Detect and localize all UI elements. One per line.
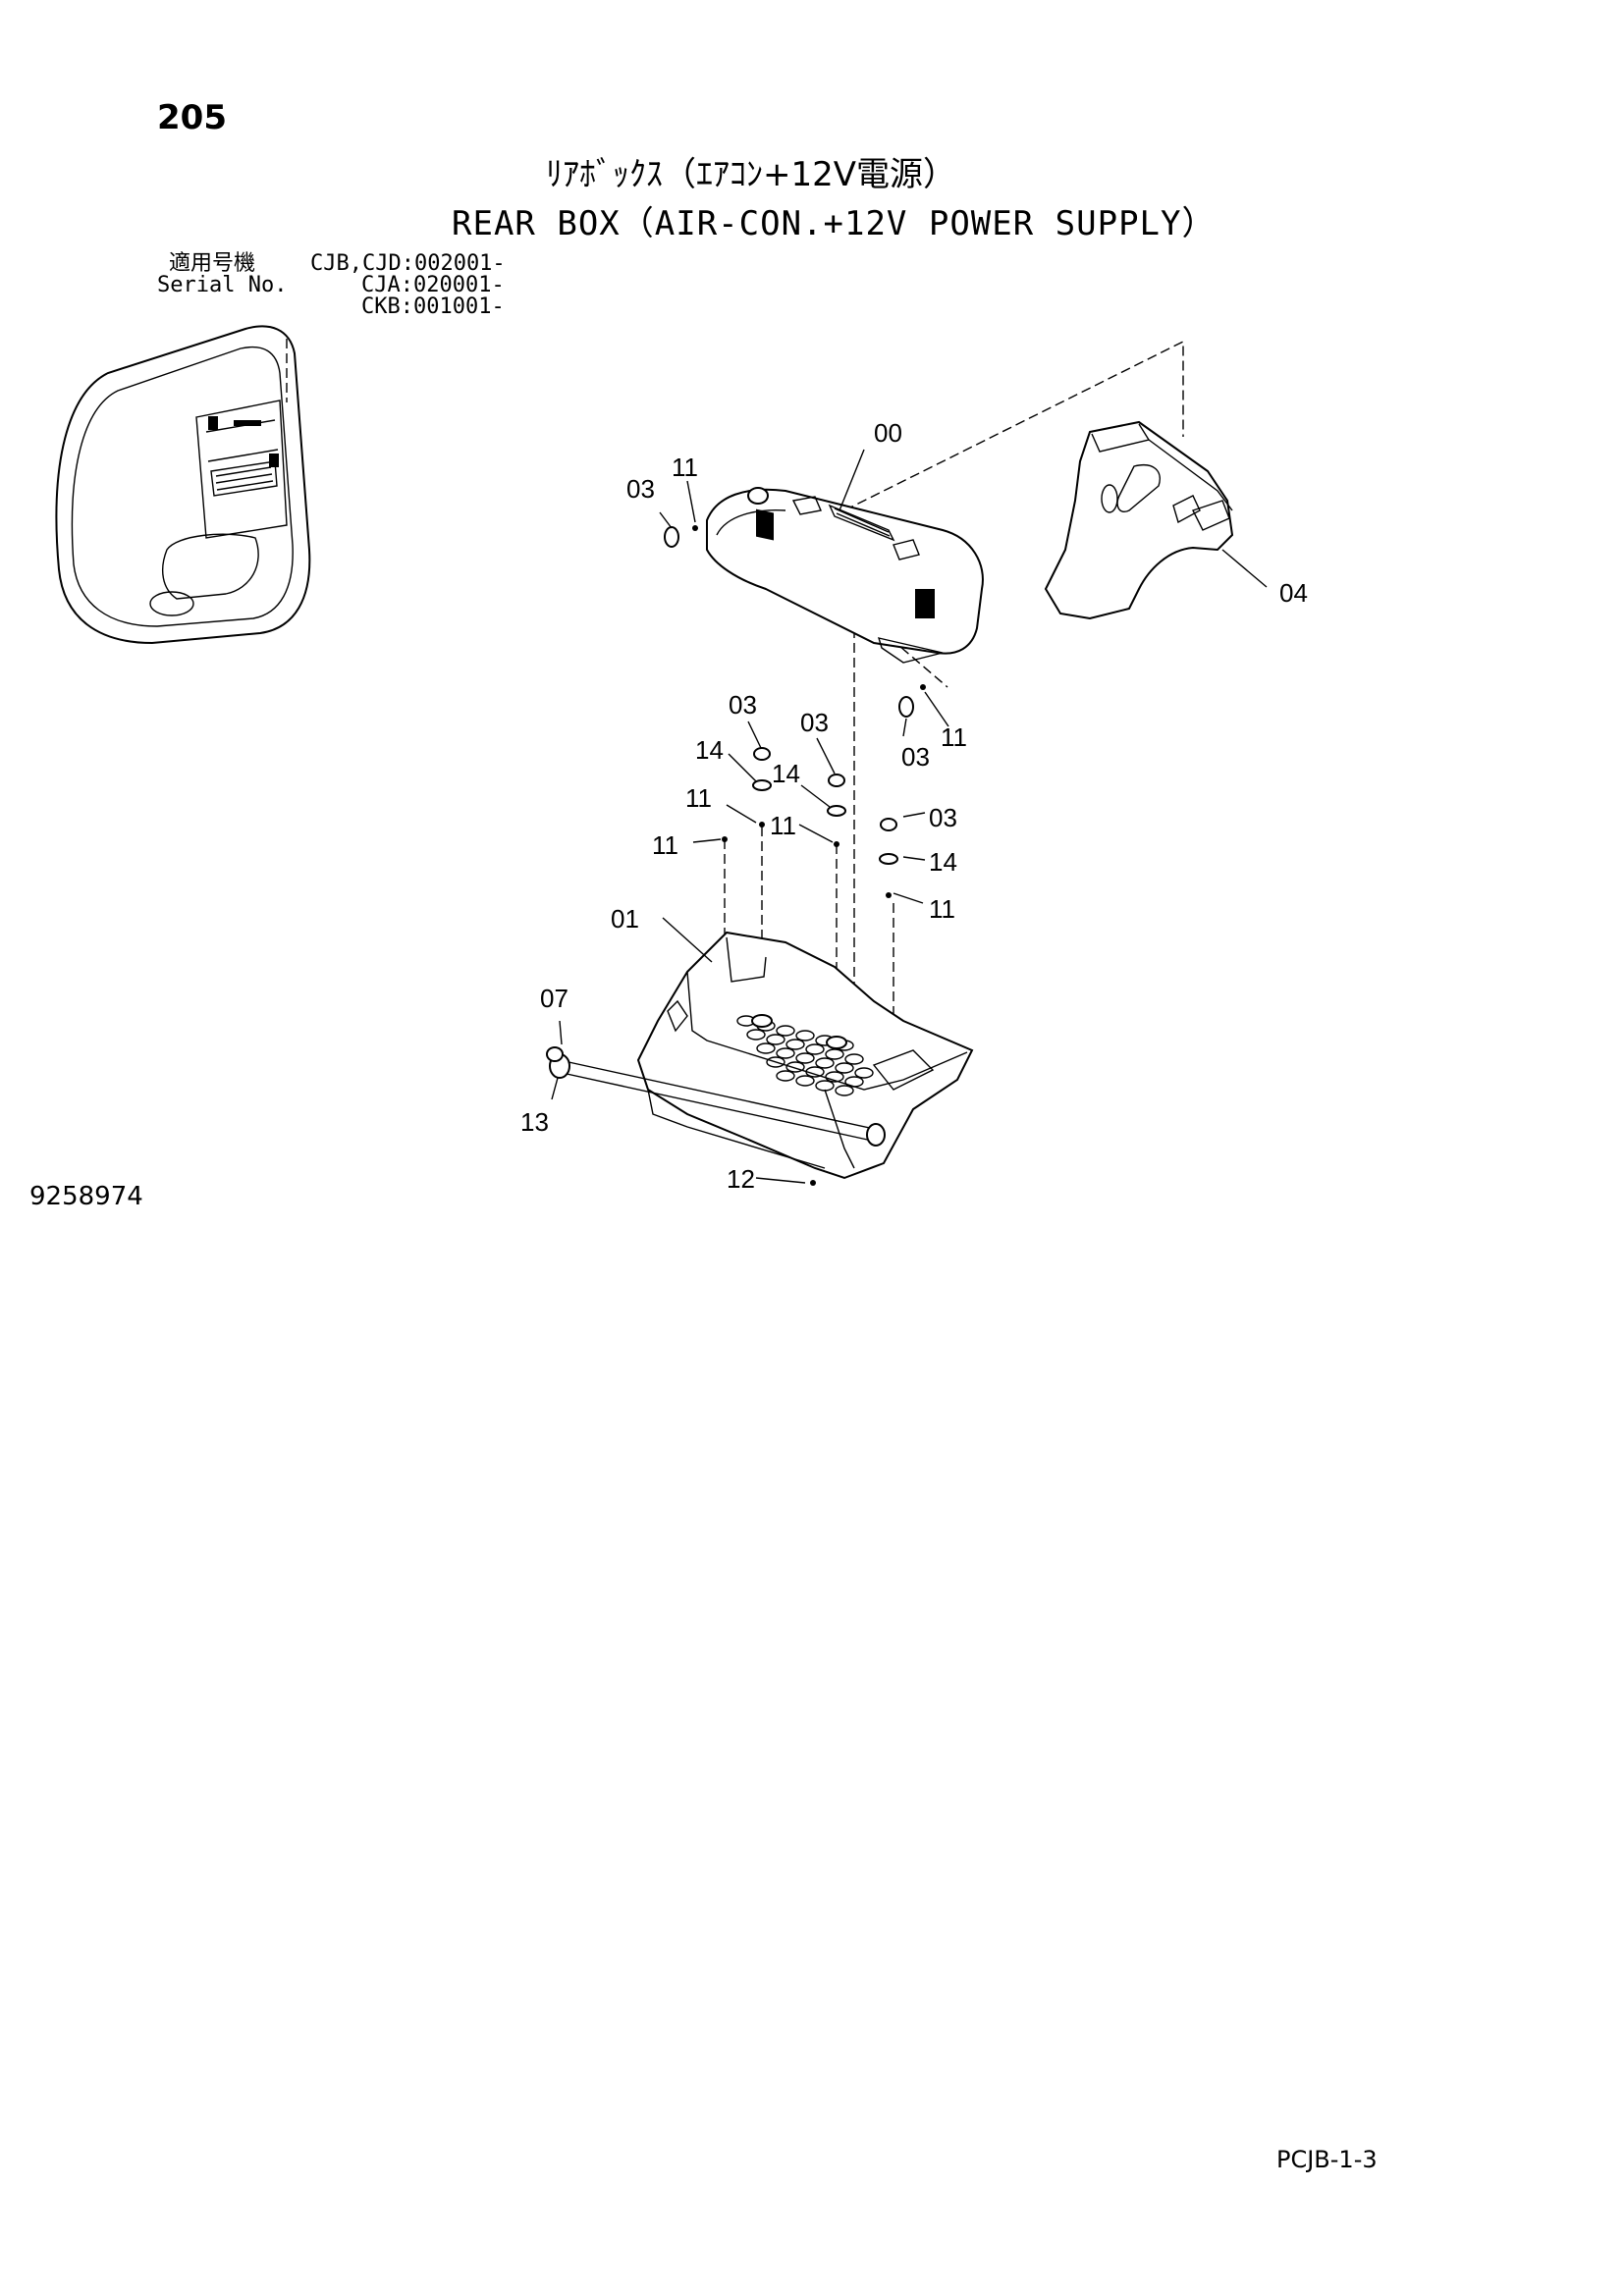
part-01-lower-tray bbox=[636, 931, 974, 1180]
serial-range-3: CKB:001001- bbox=[361, 294, 505, 319]
callout-14-c: 14 bbox=[929, 847, 957, 877]
serial-label-english: Serial No. bbox=[157, 273, 288, 297]
callout-07: 07 bbox=[540, 984, 568, 1013]
callout-11-f: 11 bbox=[929, 894, 955, 924]
callout-03-a: 03 bbox=[626, 474, 655, 504]
callout-03-d: 03 bbox=[901, 742, 930, 772]
page-title-japanese: ﾘｱﾎﾞｯｸｽ（ｴｱｺﾝ+12V電源） bbox=[546, 155, 957, 194]
fasteners bbox=[664, 525, 926, 1186]
part-07-13-rod bbox=[546, 1046, 886, 1147]
cab-overview-thumbnail bbox=[55, 325, 311, 645]
callout-03-c: 03 bbox=[800, 708, 829, 737]
serial-range-1: CJB,CJD:002001- bbox=[310, 251, 506, 276]
callout-04: 04 bbox=[1279, 578, 1308, 608]
part-00-rear-panel bbox=[706, 487, 984, 664]
callout-11-c: 11 bbox=[685, 783, 712, 813]
serial-label-japanese: 適用号機 bbox=[169, 251, 256, 276]
callout-12: 12 bbox=[727, 1164, 755, 1194]
part-04-duct bbox=[1044, 420, 1234, 620]
page-title-english: REAR BOX（AIR-CON.+12V POWER SUPPLY） bbox=[452, 204, 1217, 243]
callout-11-a: 11 bbox=[672, 453, 698, 482]
callout-13: 13 bbox=[520, 1107, 549, 1137]
serial-range-2: CJA:020001- bbox=[361, 273, 505, 297]
callout-00: 00 bbox=[874, 418, 902, 448]
drawing-number: 9258974 bbox=[29, 1182, 143, 1211]
callout-01: 01 bbox=[611, 904, 639, 934]
callout-03-e: 03 bbox=[929, 803, 957, 832]
callout-14-b: 14 bbox=[772, 759, 800, 788]
callout-11-b: 11 bbox=[941, 722, 967, 752]
page-number: 205 bbox=[157, 98, 227, 137]
callout-11-e: 11 bbox=[652, 830, 678, 860]
callout-11-d: 11 bbox=[770, 811, 796, 840]
callout-03-b: 03 bbox=[729, 690, 757, 720]
callout-14-a: 14 bbox=[695, 735, 724, 765]
page-code: PCJB-1-3 bbox=[1276, 2146, 1378, 2173]
